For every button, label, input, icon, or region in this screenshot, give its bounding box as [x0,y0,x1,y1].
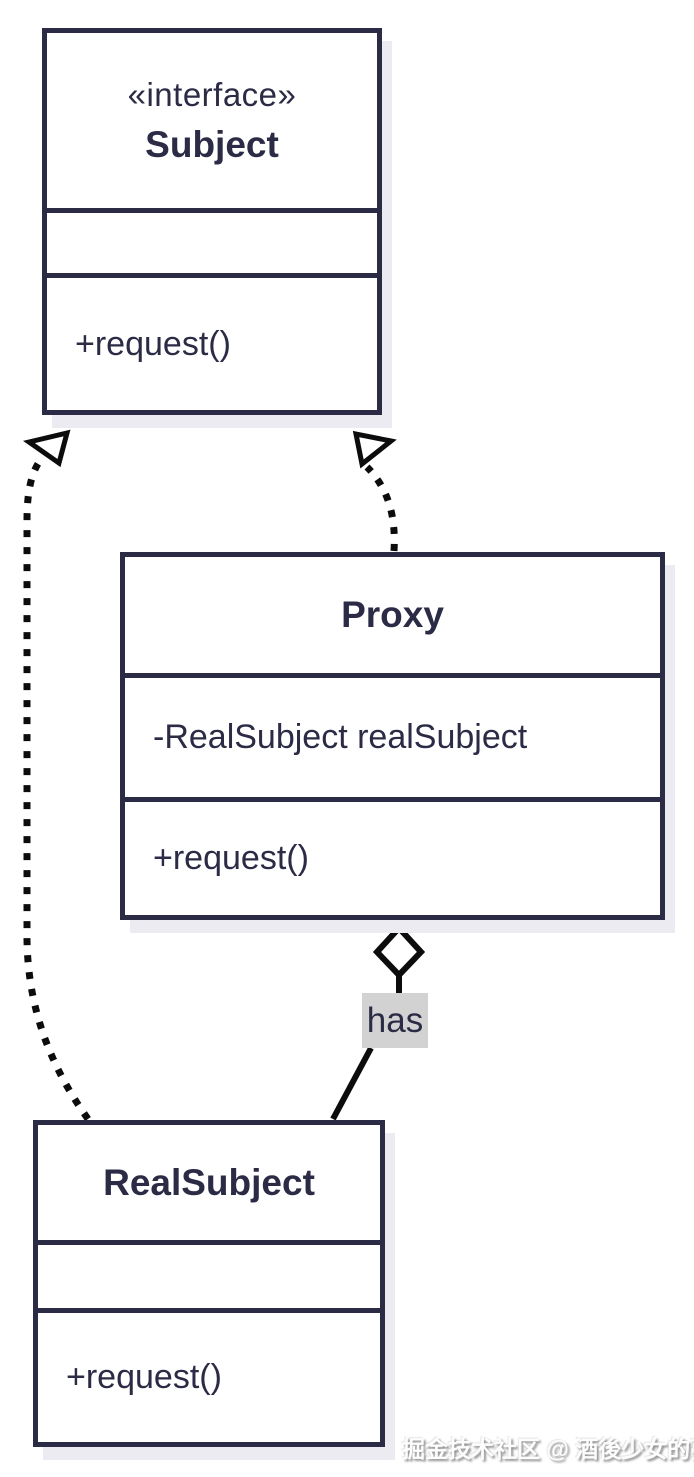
realization-arrowhead-left [23,429,71,468]
realsubject-class-name: RealSubject [103,1161,315,1203]
proxy-method: +request() [153,839,309,877]
realsubject-method: +request() [66,1358,222,1396]
realization-arrowhead-right [352,430,397,469]
subject-title-compartment: «interface» Subject [47,33,377,208]
class-box-subject[interactable]: «interface» Subject +request() [42,28,382,415]
realsubject-attributes-compartment [38,1240,380,1308]
subject-class-name: Subject [145,123,279,165]
class-box-realsubject[interactable]: RealSubject +request() [33,1120,385,1447]
proxy-methods-compartment: +request() [125,797,660,915]
subject-attributes-compartment [47,208,377,273]
realsubject-methods-compartment: +request() [38,1308,380,1442]
realization-edge-proxy-to-subject [364,464,398,552]
class-box-proxy[interactable]: Proxy -RealSubject realSubject +request(… [120,552,665,920]
subject-method: +request() [75,324,231,363]
proxy-class-name: Proxy [341,594,444,635]
aggregation-edge-diagonal [330,1046,374,1121]
subject-methods-compartment: +request() [47,273,377,410]
aggregation-label: has [362,993,428,1048]
proxy-title-compartment: Proxy [125,557,660,673]
aggregation-diamond [372,923,426,980]
subject-stereotype: «interface» [127,75,297,113]
realsubject-title-compartment: RealSubject [38,1125,380,1240]
proxy-attributes-compartment: -RealSubject realSubject [125,673,660,797]
realization-edge-realsubject-to-subject [23,453,91,1122]
watermark-text: 掘金技术社区 @ 酒後少女的夢 [402,1436,694,1462]
proxy-attribute: -RealSubject realSubject [153,718,528,756]
